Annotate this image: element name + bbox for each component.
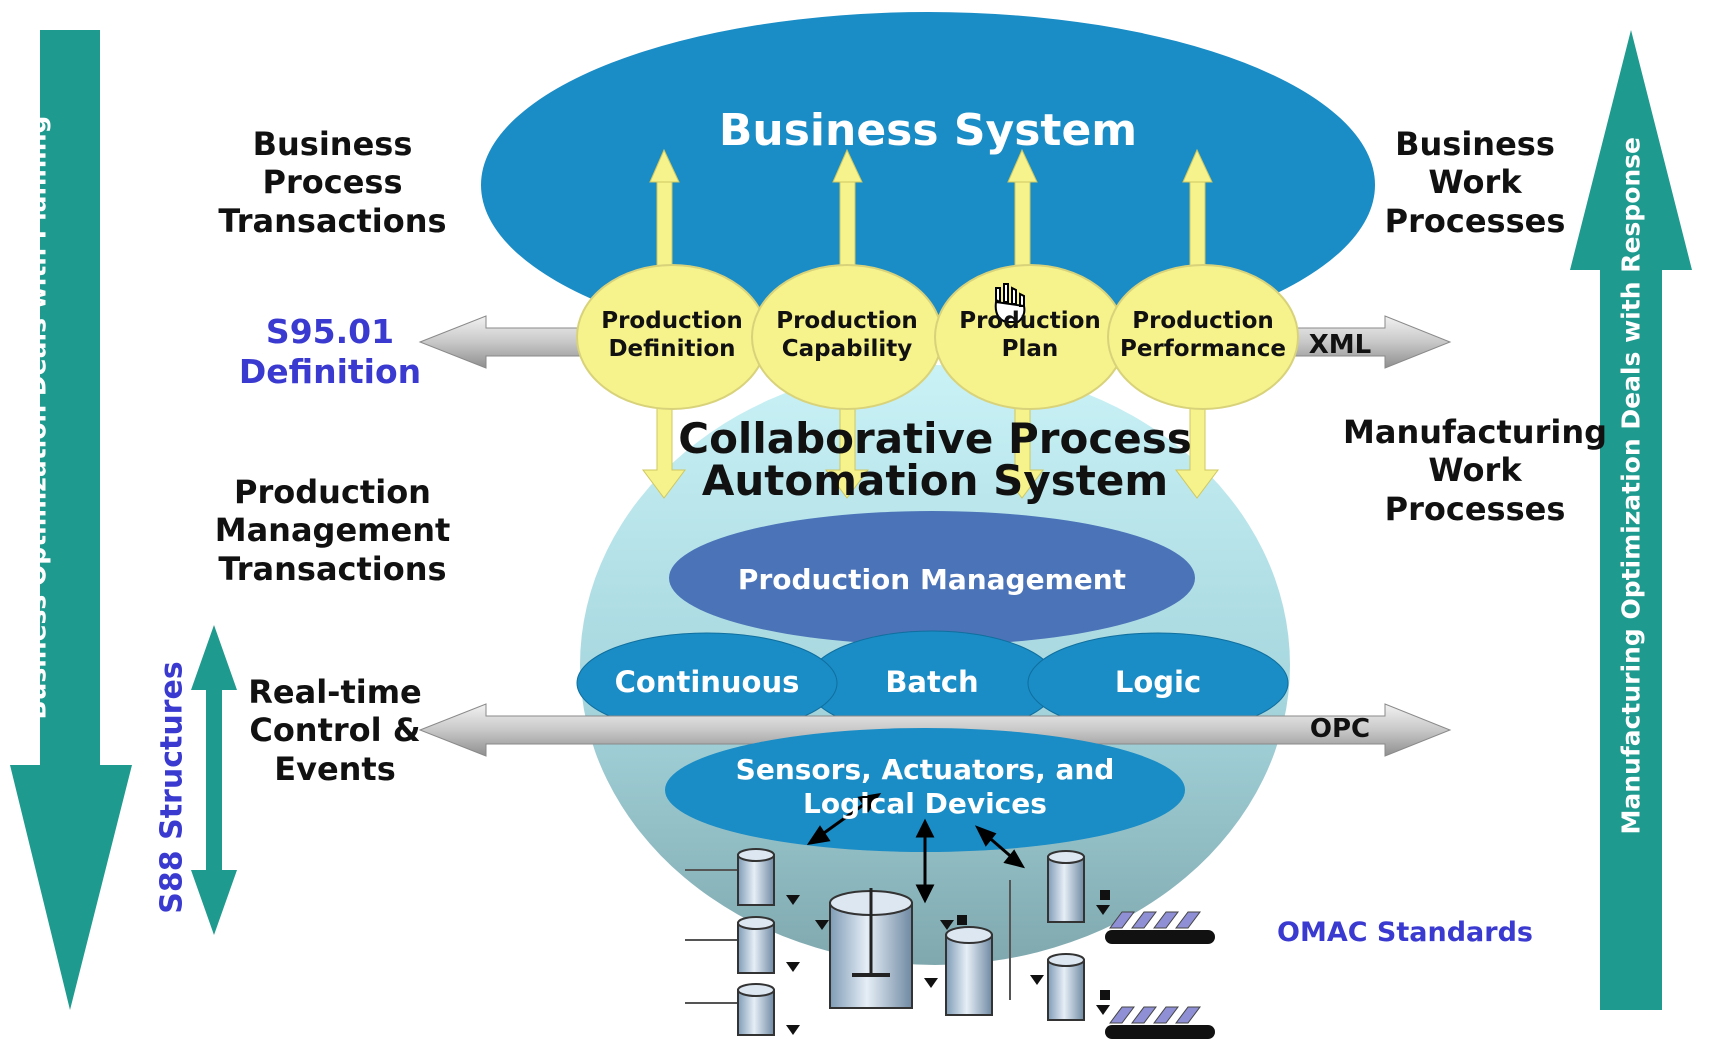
hand-cursor-icon	[994, 283, 1026, 323]
production-management-ellipse	[669, 511, 1195, 645]
circle-production-performance	[1107, 264, 1299, 410]
manufacturing-work-processes-label: Manufacturing Work Processes	[1343, 413, 1607, 528]
right-teal-arrow	[1570, 30, 1692, 1010]
logic-label: Logic	[1114, 665, 1202, 699]
production-management-transactions-label: Production Management Transactions	[214, 473, 451, 588]
sensors-ellipse	[665, 728, 1185, 852]
left-teal-arrow	[10, 30, 132, 1010]
continuous-label: Continuous	[614, 665, 800, 699]
process-equipment	[685, 848, 1085, 1036]
cpas-title: Collaborative Process Automation System	[678, 414, 1192, 505]
xml-label: XML	[1308, 330, 1372, 360]
business-optimization-arrow-label: Business Optimization Deals with Plannin…	[22, 115, 52, 720]
production-management-label: Production Management	[737, 563, 1127, 596]
s95-definition-label: S95.01 Definition	[238, 312, 422, 391]
valve-markers	[786, 890, 1110, 1035]
sensors-actuators-label: Sensors, Actuators, and Logical Devices	[735, 753, 1115, 820]
business-process-transactions-label: Business Process Transactions	[218, 125, 447, 240]
business-system-title: Business System	[718, 105, 1138, 156]
s88-structures-label: S88 Structures	[154, 661, 190, 914]
opc-label: OPC	[1309, 714, 1371, 744]
omac-standards-label: OMAC Standards	[1277, 917, 1533, 948]
conveyors	[1105, 911, 1215, 1039]
business-work-processes-label: Business Work Processes	[1384, 125, 1566, 240]
batch-label: Batch	[885, 665, 979, 699]
production-circles	[576, 264, 1299, 410]
manufacturing-optimization-arrow-label: Manufacturing Optimization Deals with Re…	[1616, 137, 1646, 835]
device-arrows	[806, 792, 1026, 904]
s88-double-arrow	[191, 625, 237, 935]
realtime-control-events-label: Real-time Control & Events	[248, 673, 422, 788]
